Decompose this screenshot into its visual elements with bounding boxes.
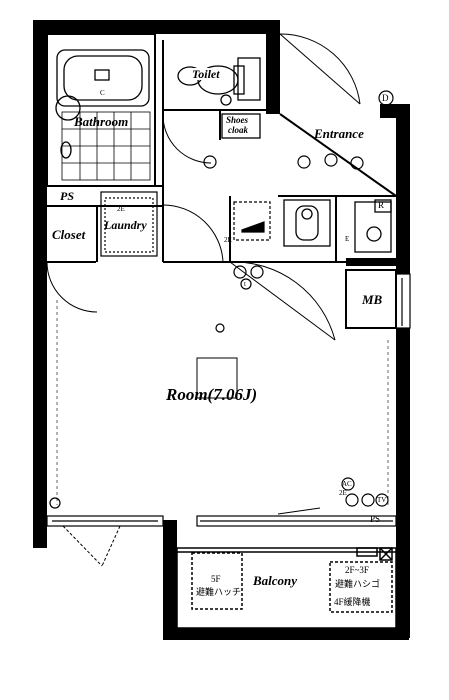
ladder-label: 避難ハシゴ [335,579,381,589]
windows [46,273,411,527]
kitchen-outlet-mark: E [345,235,350,243]
hatch-label: 避難ハッチ [196,587,242,597]
ps-label: PS [60,189,75,203]
laundry-outlet-mark: 2E [117,205,125,213]
interior-walls [46,33,397,329]
entrance-fixtures [203,153,364,170]
toilet-fixture [177,57,261,106]
kitchen [283,199,392,253]
door-d-mark: D [382,93,389,103]
bath-basin [55,95,81,159]
hall-unit [233,201,271,241]
hall-outlet-mark: 2E [224,236,232,244]
hall-outlets [215,265,264,333]
balcony-label: Balcony [253,573,298,588]
c-mark: C [100,89,105,97]
tv-label: TV [377,496,387,504]
ladder-note: 4F緩降機 [334,597,371,607]
hatch-floor-label: 5F [211,574,221,584]
ac-label: AC [342,480,352,488]
t-label: t [244,280,246,288]
shoes-cloak-label-2: cloak [228,125,248,135]
bathtub [56,49,150,107]
laundry-pan [100,191,158,257]
room-label: Room(7.06J) [166,385,258,404]
balcony-outline [176,547,397,629]
ladder-floor-label: 2F~3F [345,565,369,575]
laundry-label: Laundry [104,218,147,232]
room-center-box [196,357,238,399]
mb-label: MB [362,292,383,307]
closet-label: Closet [52,227,86,242]
exterior-walls [33,20,410,640]
room-dashed [56,300,389,505]
fridge-r-mark: R [378,200,385,210]
entrance-label: Entrance [314,126,364,141]
ps-lower-label: PS [370,514,381,524]
bathroom-label: Bathroom [74,114,129,129]
shoes-cloak-label-1: Shoes [226,115,249,125]
shoes-cloak-box [221,113,261,139]
room-outlet-mark: 2E [339,489,347,497]
door-swings [46,33,361,567]
ac-mark [277,507,321,515]
toilet-label: Toilet [192,67,220,81]
room-outlets [49,90,394,509]
